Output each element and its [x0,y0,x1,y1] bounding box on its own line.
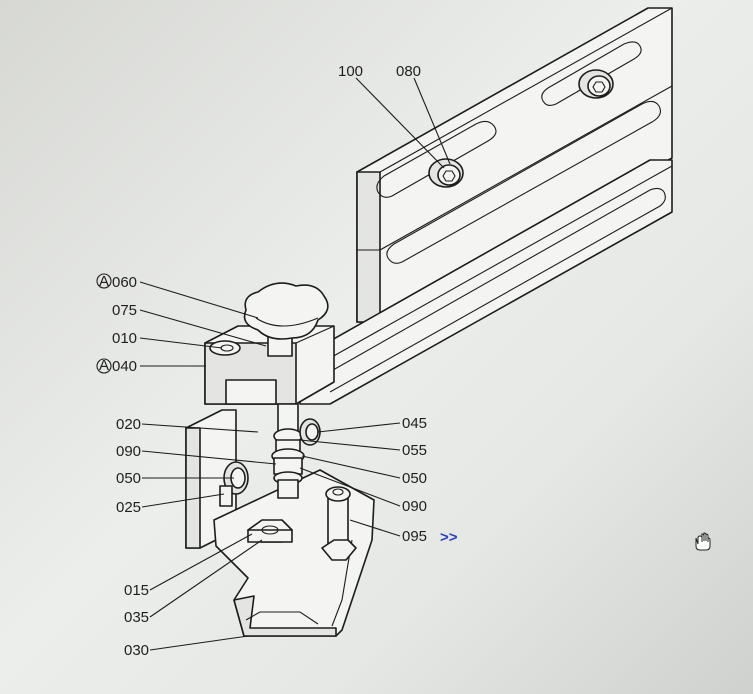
callout-025: 025 [116,499,141,516]
next-page-link[interactable]: >> [440,529,458,546]
callout-055: 055 [402,442,427,459]
clamp-block-040 [204,325,335,405]
side-screw-045 [299,418,321,446]
callout-045: 045 [402,415,427,432]
callout-075: 075 [112,302,137,319]
stud-stack [271,403,305,499]
a-marker-icon [96,273,112,289]
callout-080: 080 [396,63,421,80]
callout-050-left: 050 [116,470,141,487]
callout-100: 100 [338,63,363,80]
star-knob-060 [243,282,329,357]
callout-050-right: 050 [402,470,427,487]
leader-lines [139,77,451,651]
hand-pointer-icon [695,532,711,551]
callout-020: 020 [116,416,141,433]
a-marker-icon [96,358,112,374]
callout-095: 095 [402,528,427,545]
callout-015: 015 [124,582,149,599]
callout-010: 010 [112,330,137,347]
callout-090-right: 090 [402,498,427,515]
pin-095 [321,486,357,561]
arm-bar [299,159,673,405]
callout-090-left: 090 [116,443,141,460]
callout-035: 035 [124,609,149,626]
callout-030: 030 [124,642,149,659]
hex-bolt-015 [247,519,293,543]
callout-labels: 100 080 A 060 075 010 A 040 020 090 050 … [96,63,427,659]
callout-marker-060: A [99,273,109,290]
cap-screw-080 [578,69,614,99]
callout-marker-040: A [99,357,109,374]
callout-060: 060 [112,274,137,291]
cap-screw-100 [428,158,464,188]
callout-040: 040 [112,358,137,375]
